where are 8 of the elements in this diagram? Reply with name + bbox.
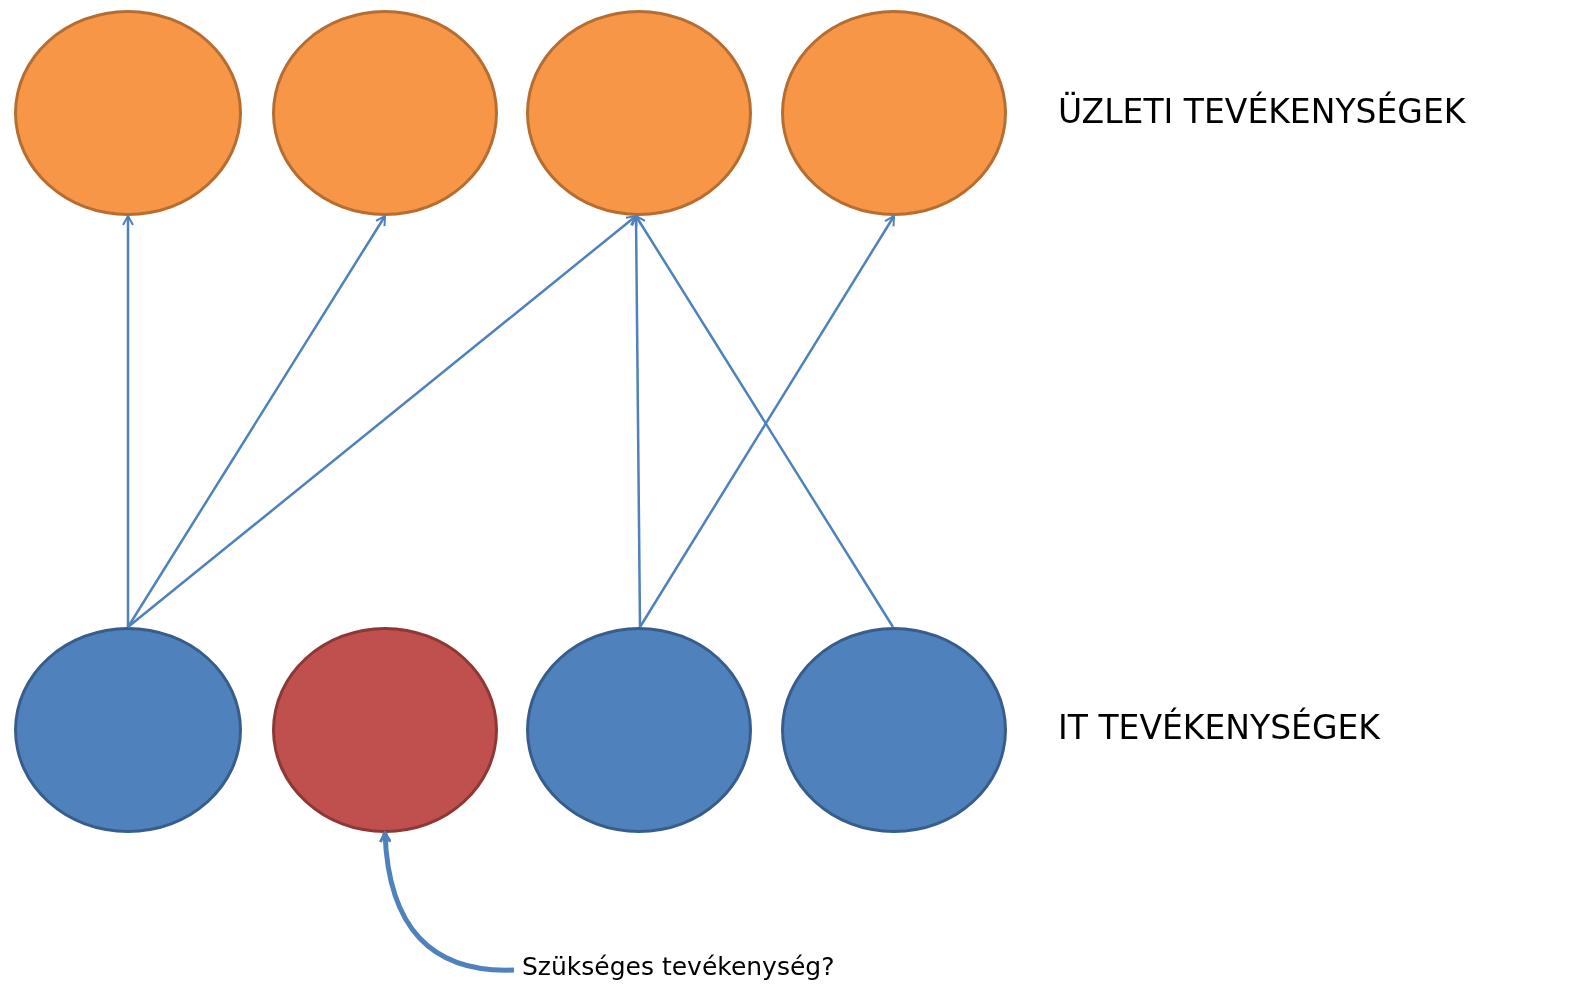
arrow [126, 215, 387, 628]
arrow [379, 831, 515, 973]
row-label: ÜZLETI TEVÉKENYSÉGEK [1058, 92, 1466, 132]
arrow [630, 215, 643, 627]
row-label: IT TEVÉKENYSÉGEK [1058, 708, 1380, 748]
arrow [122, 215, 134, 627]
note-text: Szükséges tevékenység? [522, 952, 835, 982]
arrow [127, 215, 637, 628]
